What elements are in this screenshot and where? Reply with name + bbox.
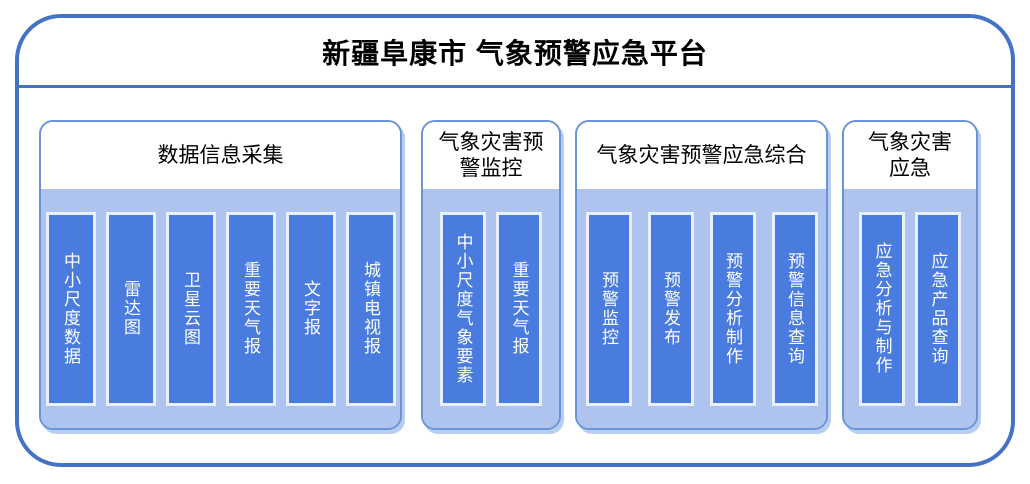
module-column: 卫星云图 (165, 211, 216, 406)
module-column: 重要天气报 (225, 211, 276, 406)
module-label: 文字报 (301, 280, 320, 337)
module-label: 应急分析与制作 (872, 242, 892, 375)
module-label: 中小尺度气象要素 (453, 232, 473, 385)
group-body-warning-emergency-comprehensive: 预警监控 预警发布 预警分析制作 预警信息查询 (577, 189, 826, 428)
group-header-data-collection: 数据信息采集 (41, 122, 400, 189)
group-header-warning-emergency-comprehensive: 气象灾害预警应急综合 (577, 122, 826, 189)
module-label: 卫星云图 (181, 270, 200, 347)
group-warning-monitoring: 气象灾害预 警监控 中小尺度气象要素 重要天气报 (421, 120, 561, 430)
module-label: 预警发布 (661, 270, 680, 347)
module-label: 预警分析制作 (723, 251, 742, 366)
module-label: 城镇电视报 (361, 261, 380, 356)
module-label: 中小尺度数据 (61, 251, 80, 366)
module-column: 雷达图 (105, 211, 156, 406)
module-column: 文字报 (285, 211, 336, 406)
module-column: 应急产品查询 (915, 211, 961, 406)
group-body-warning-monitoring: 中小尺度气象要素 重要天气报 (423, 189, 559, 428)
group-header-warning-monitoring: 气象灾害预 警监控 (423, 122, 559, 189)
group-warning-emergency-comprehensive: 气象灾害预警应急综合 预警监控 预警发布 预警分析制作 预警信息查询 (575, 120, 828, 430)
module-column: 预警发布 (647, 211, 694, 406)
module-label: 雷达图 (121, 280, 140, 337)
group-header-label: 气象灾害 应急 (868, 131, 952, 180)
group-body-disaster-emergency: 应急分析与制作 应急产品查询 (844, 189, 976, 428)
module-column: 应急分析与制作 (859, 211, 905, 406)
module-column: 中小尺度数据 (45, 211, 96, 406)
module-column: 重要天气报 (496, 211, 542, 406)
group-header-label: 气象灾害预警应急综合 (596, 143, 807, 167)
title-bar: 新疆阜康市 气象预警应急平台 (19, 18, 1011, 88)
group-header-disaster-emergency: 气象灾害 应急 (844, 122, 976, 189)
group-header-label: 气象灾害预 警监控 (438, 131, 544, 180)
group-body-data-collection: 中小尺度数据 雷达图 卫星云图 重要天气报 文字报 城镇电视报 (41, 189, 400, 428)
group-header-label: 数据信息采集 (157, 143, 284, 167)
module-column: 中小尺度气象要素 (440, 211, 486, 406)
module-label: 重要天气报 (509, 261, 529, 356)
module-column: 预警分析制作 (709, 211, 756, 406)
platform-frame: 新疆阜康市 气象预警应急平台 (15, 14, 1015, 467)
module-label: 预警信息查询 (785, 251, 804, 366)
module-label: 应急产品查询 (928, 251, 948, 366)
platform-title: 新疆阜康市 气象预警应急平台 (322, 37, 708, 69)
module-column: 预警监控 (585, 211, 632, 406)
module-column: 预警信息查询 (771, 211, 818, 406)
module-column: 城镇电视报 (345, 211, 396, 406)
group-disaster-emergency: 气象灾害 应急 应急分析与制作 应急产品查询 (842, 120, 978, 430)
module-label: 重要天气报 (241, 261, 260, 356)
group-data-collection: 数据信息采集 中小尺度数据 雷达图 卫星云图 重要天气报 文字报 城镇电视报 (39, 120, 402, 430)
module-label: 预警监控 (599, 270, 618, 347)
